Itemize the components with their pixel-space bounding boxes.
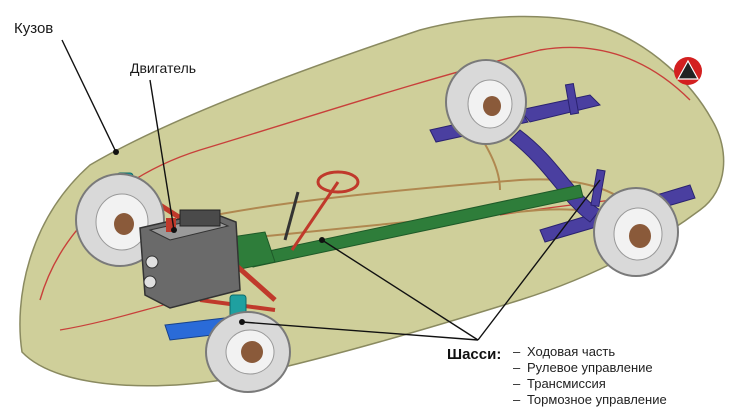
label-engine: Двигатель <box>130 60 197 76</box>
triangle-badge-icon <box>674 57 702 85</box>
pointer-lines <box>61 39 601 341</box>
label-body: Кузов <box>14 20 54 37</box>
chassis-list: –Ходовая часть –Рулевое управление –Тран… <box>513 344 667 408</box>
rear-right-wheel <box>593 187 679 277</box>
chassis-item-steering: –Рулевое управление <box>513 360 653 375</box>
chassis-item-transmission: –Трансмиссия <box>513 376 606 391</box>
engine-block <box>139 209 241 309</box>
chassis-item-suspension: –Ходовая часть <box>513 344 616 359</box>
rear-left-wheel <box>445 59 527 145</box>
chassis-title: Шасси: <box>447 346 502 363</box>
front-right-wheel <box>205 311 291 393</box>
chassis-item-brakes: –Тормозное управление <box>513 392 667 407</box>
